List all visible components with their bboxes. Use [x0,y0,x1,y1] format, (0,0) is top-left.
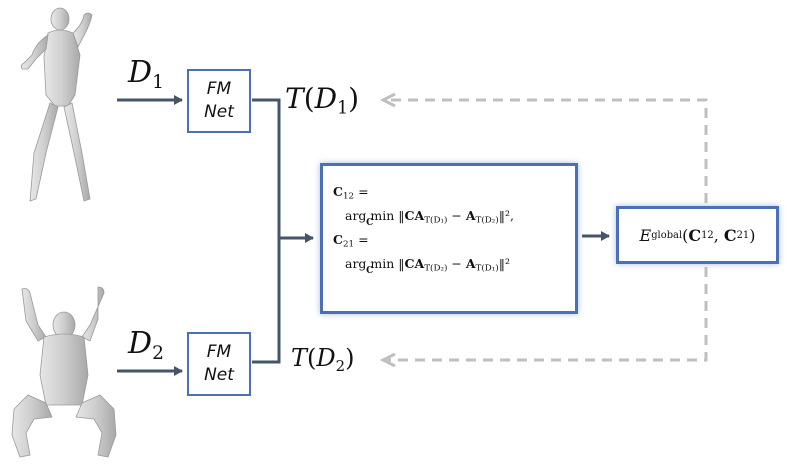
fm-net-label-line1: FM [206,342,232,362]
label-d2: D2 [128,326,164,364]
shape-d2-figure [11,286,117,458]
label-d1: D1 [128,55,164,93]
c21-definition: C21 = [333,232,369,250]
fm-net-label-line2: Net [204,102,234,122]
c12-definition: C12 = [333,184,369,202]
feedback-arrow-bottom [384,267,708,360]
shape-d1-figure [20,7,93,202]
label-t-d1: T(D1) [285,82,360,119]
label-t-d2: T(D2) [291,344,355,375]
fm-net-label-line2: Net [204,365,234,385]
bracket-connector [252,98,281,364]
fm-net-label-line1: FM [206,79,232,99]
fm-net-box-bottom: FM Net [187,332,251,396]
feedback-arrow-top [384,100,708,203]
fm-net-box-top: FM Net [187,69,251,133]
